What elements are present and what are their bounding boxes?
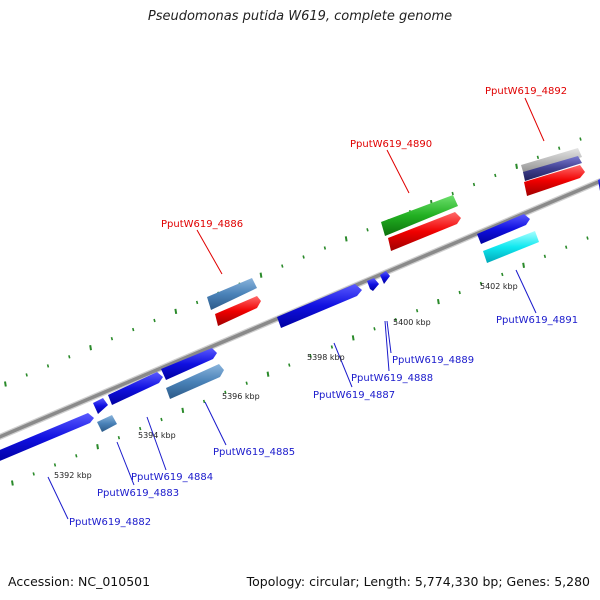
lower-tick-9 (202, 399, 206, 404)
lower-tick-7 (160, 417, 163, 422)
scale-label-5396: 5396 kbp (222, 392, 260, 401)
upper-tick-9 (195, 300, 199, 305)
gene-label-4890[interactable]: PputW619_4890 (350, 139, 432, 150)
upper-tick-7 (153, 318, 156, 323)
scale-label-5402: 5402 kbp (480, 282, 518, 291)
gene-arrow-4886[interactable] (215, 296, 261, 326)
lower-tick-6 (139, 426, 142, 431)
lower-tick-16 (351, 335, 355, 341)
gene-label-4885[interactable]: PputW619_4885 (213, 447, 295, 458)
lower-tick-14 (309, 354, 312, 358)
upper-tick-4 (89, 345, 92, 351)
gene-arrow-4885a[interactable] (161, 348, 217, 380)
gene-label-4886[interactable]: PputW619_4886 (161, 219, 243, 230)
upper-tick-22 (472, 182, 476, 187)
upper-tick-15 (323, 246, 327, 250)
gene-arrow-4888[interactable] (367, 278, 379, 291)
upper-tick-12 (259, 272, 263, 278)
gene-arrows (0, 148, 600, 463)
upper-tick-17 (366, 228, 369, 232)
upper-callouts (196, 97, 545, 275)
lower-tick-18 (394, 317, 397, 322)
scale-label-5392: 5392 kbp (54, 471, 92, 480)
gene-arrow-4884[interactable] (108, 372, 163, 405)
lower-tick-24 (522, 262, 525, 268)
upper-tick-24 (515, 163, 518, 169)
lower-tick-13 (288, 363, 291, 367)
lower-callouts (47, 269, 537, 520)
lower-tick-11 (245, 381, 248, 385)
gene-arrow-4890[interactable] (388, 212, 461, 251)
gene-arrow-4883b[interactable] (97, 415, 117, 432)
lower-tick-20 (437, 298, 440, 305)
lower-tick-17 (373, 327, 376, 331)
lower-tick-5 (117, 435, 121, 440)
gene-arrow-4891b[interactable] (483, 231, 539, 263)
gene-arrow-4890b[interactable] (381, 195, 458, 236)
upper-tick-5 (110, 336, 114, 341)
upper-tick-0 (4, 381, 7, 387)
scale-label-5398: 5398 kbp (307, 353, 345, 362)
gene-arrow-4887[interactable] (277, 284, 362, 328)
upper-tick-23 (494, 173, 497, 178)
lower-tick-26 (565, 245, 568, 249)
accession-text: Accession: NC_010501 (8, 574, 151, 589)
gene-arrow-4886b[interactable] (207, 278, 257, 310)
upper-tick-21 (451, 191, 454, 196)
gene-arrow-4885b[interactable] (166, 364, 224, 399)
upper-tick-1 (25, 373, 28, 377)
gene-label-4884[interactable]: PputW619_4884 (131, 472, 213, 483)
scale-label-5394: 5394 kbp (138, 431, 176, 440)
upper-tick-16 (344, 236, 348, 242)
gene-arrow-4889[interactable] (380, 271, 390, 284)
lower-tick-8 (181, 407, 185, 414)
lower-tick-2 (53, 463, 57, 467)
gene-label-4882[interactable]: PputW619_4882 (69, 517, 151, 528)
lower-tick-4 (96, 444, 99, 450)
gene-label-4887[interactable]: PputW619_4887 (313, 390, 395, 401)
lower-tick-27 (586, 236, 589, 240)
upper-tick-14 (302, 255, 305, 259)
upper-tick-3 (68, 355, 71, 359)
upper-tick-8 (174, 308, 178, 315)
lower-tick-25 (543, 254, 547, 259)
upper-tick-26 (558, 146, 561, 150)
gene-arrow-4892c[interactable] (523, 156, 582, 181)
gene-arrow-4891a[interactable] (477, 214, 530, 244)
lower-tick-15 (330, 345, 334, 349)
upper-tick-13 (281, 264, 284, 268)
lower-tick-19 (415, 308, 419, 313)
lower-tick-21 (458, 290, 461, 295)
lower-tick-1 (32, 472, 35, 476)
lower-tick-22 (479, 281, 483, 286)
upper-tick-27 (579, 137, 582, 141)
upper-tick-row (4, 137, 582, 387)
lower-tick-0 (11, 480, 14, 486)
gene-arrow-4882[interactable] (0, 413, 94, 463)
lower-tick-12 (266, 371, 270, 377)
gene-label-4888[interactable]: PputW619_4888 (351, 373, 433, 384)
genome-summary-text: Topology: circular; Length: 5,774,330 bp… (246, 574, 590, 589)
upper-tick-6 (132, 327, 135, 332)
gene-label-4892[interactable]: PputW619_4892 (485, 86, 567, 97)
gene-label-4891[interactable]: PputW619_4891 (496, 315, 578, 326)
lower-tick-23 (501, 272, 504, 277)
gene-arrow-4892[interactable] (524, 165, 585, 196)
gene-arrow-4883a[interactable] (93, 398, 108, 414)
lower-tick-3 (75, 454, 78, 458)
lower-tick-row (11, 236, 589, 486)
upper-tick-25 (536, 155, 540, 160)
scale-label-5400: 5400 kbp (393, 318, 431, 327)
lower-tick-10 (224, 390, 227, 395)
map-title: Pseudomonas putida W619, complete genome (147, 9, 453, 24)
upper-tick-2 (46, 364, 50, 368)
gene-label-4883[interactable]: PputW619_4883 (97, 488, 179, 499)
gene-label-4889[interactable]: PputW619_4889 (392, 355, 474, 366)
